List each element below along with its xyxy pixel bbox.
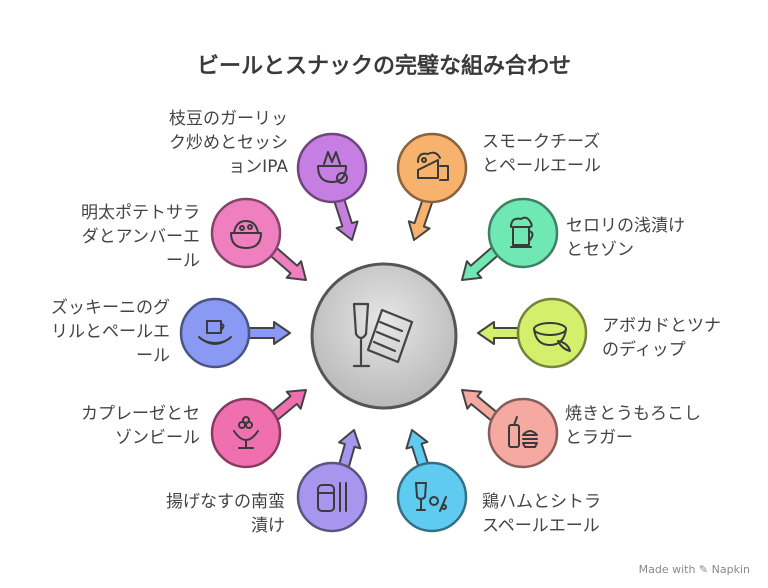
page-title: ビールとスナックの完璧な組み合わせ <box>196 54 571 79</box>
item-node <box>179 297 251 369</box>
wine-percent-icon <box>415 482 447 512</box>
item-label-celery: セロリの浅漬け とセゾン <box>566 216 685 260</box>
item-node-circle <box>396 132 468 204</box>
item-node <box>487 397 559 469</box>
item-label-zucchini: ズッキーニのグ リルとペールエ ール <box>51 298 170 366</box>
item-node <box>210 197 282 269</box>
item-node <box>487 197 559 269</box>
item-label-chicken-ham: 鶏ハムとシトラ スペールエール <box>482 492 601 536</box>
item-label-smoke-cheese: スモークチーズ とペールエール <box>482 132 601 176</box>
item-node-circle <box>487 197 559 269</box>
item-node-circle <box>210 397 282 469</box>
beer-mug-icon <box>510 216 534 248</box>
item-label-caprese: カプレーゼとセ ゾンビール <box>81 404 200 448</box>
burger-drink-icon <box>508 416 538 448</box>
coffee-croissant-icon <box>198 320 232 345</box>
item-node <box>296 132 368 204</box>
node-group <box>179 132 588 533</box>
cheese-beer-icon <box>417 151 449 181</box>
item-label-edamame: 枝豆のガーリッ ク炒めとセッシ ョンIPA <box>169 109 288 177</box>
center-hub <box>310 262 458 410</box>
edamame-bowl-icon <box>317 151 348 184</box>
item-label-corn: 焼きとうもろこし とラガー <box>565 404 701 448</box>
grape-glass-icon <box>233 416 259 449</box>
jar-utensils-icon <box>317 482 347 512</box>
item-node <box>296 461 368 533</box>
item-node <box>210 397 282 469</box>
item-node-circle <box>296 461 368 533</box>
item-node <box>516 297 588 369</box>
salad-bowl-icon <box>230 220 262 249</box>
item-label-avocado: アボカドとツナ のディップ <box>602 316 721 360</box>
dip-bowl-pepper-icon <box>533 322 571 352</box>
credit-text: Made with ✎ Napkin <box>638 563 750 576</box>
item-label-nasu: 揚げなすの南蛮 漬け <box>166 492 285 536</box>
item-node-circle <box>296 132 368 204</box>
item-label-mentai-potato: 明太ポテトサラ ダとアンバーエ ール <box>81 203 200 271</box>
beer-glass-and-menu-icon <box>352 302 414 368</box>
item-node-circle <box>487 397 559 469</box>
item-node <box>396 132 468 204</box>
item-node-circle <box>516 297 588 369</box>
item-node <box>396 461 468 533</box>
